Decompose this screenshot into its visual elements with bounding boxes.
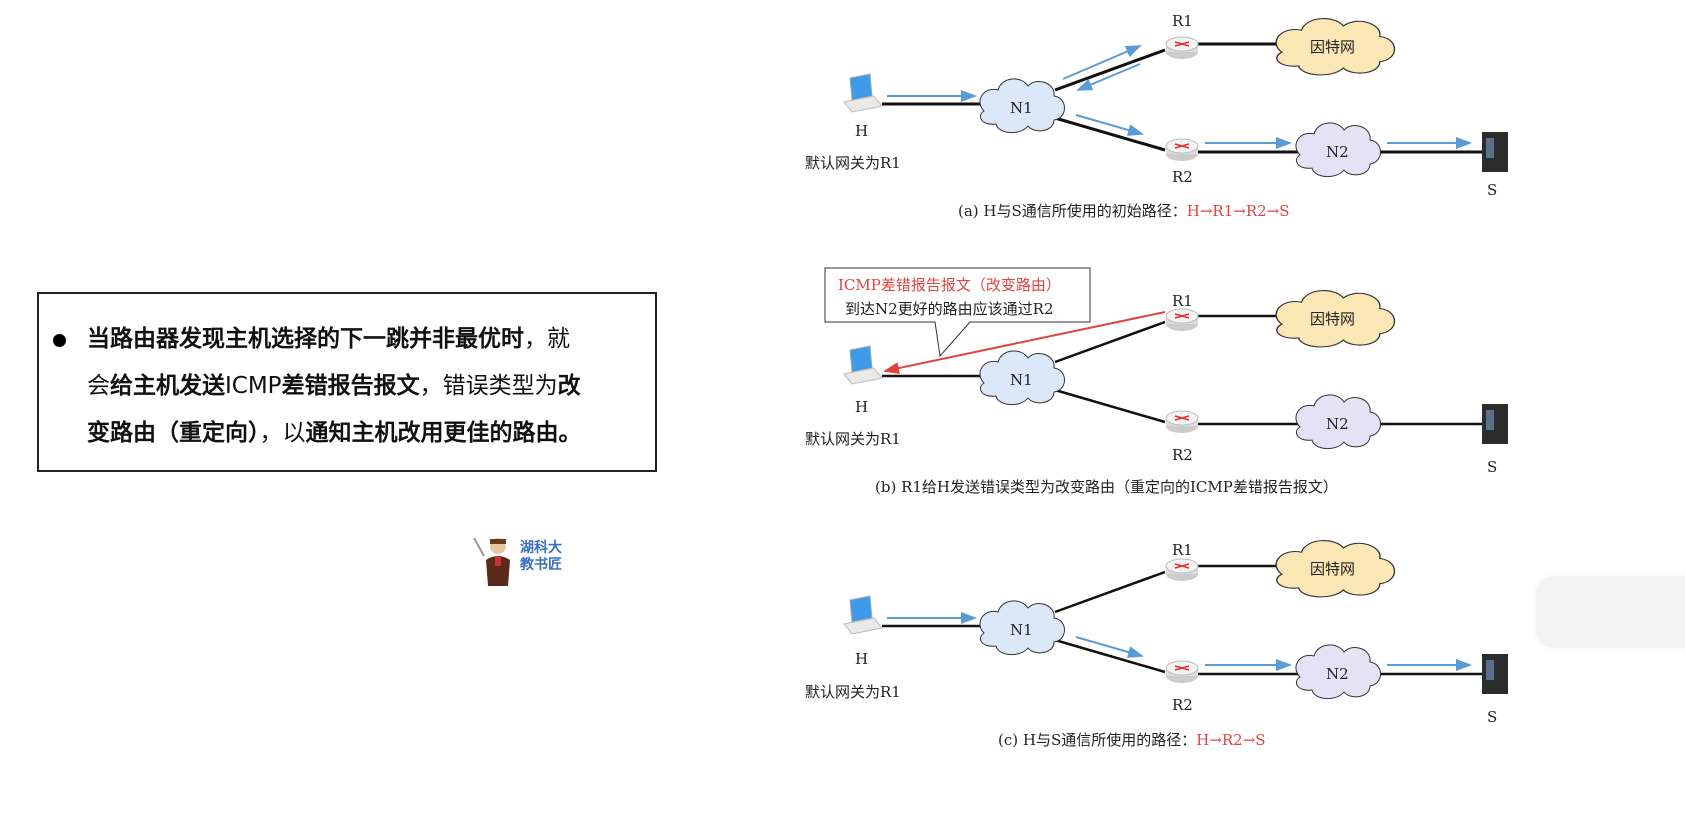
gateway-note: 默认网关为R1 bbox=[805, 154, 901, 172]
n1-label: N1 bbox=[1010, 99, 1033, 117]
svg-text:(a) H与S通信所使用的初始路径：H→R1→R2→S: (a) H与S通信所使用的初始路径：H→R1→R2→S bbox=[958, 202, 1290, 220]
panel-b: ICMP差错报告报文（改变路由） 到达N2更好的路由应该通过R2 H 默认网关为… bbox=[805, 267, 1508, 496]
svg-text:默认网关为R1: 默认网关为R1 bbox=[805, 683, 901, 701]
note-line1-rest: ，就 bbox=[524, 326, 570, 352]
svg-text:N1: N1 bbox=[1010, 371, 1033, 389]
note-line2-bold3: 改 bbox=[557, 373, 581, 399]
svg-text:R2: R2 bbox=[1172, 696, 1193, 714]
note-line3-bold2: 通知主机改用更佳的路由。 bbox=[305, 420, 582, 446]
note-box: 当路由器发现主机选择的下一跳并非最优时，就 会给主机发送ICMP差错报告报文，错… bbox=[37, 292, 657, 472]
note-line3-rest: ，以 bbox=[259, 420, 306, 446]
svg-text:H: H bbox=[855, 398, 868, 416]
router-r2-icon bbox=[1165, 138, 1199, 162]
internet-label: 因特网 bbox=[1310, 38, 1355, 56]
n2-label: N2 bbox=[1326, 143, 1349, 161]
panel-c: H 默认网关为R1 N1 R1 R2 因特网 N2 S (c) H与S通信所使用… bbox=[805, 539, 1508, 749]
note-line1-bold: 当路由器发现主机选择的下一跳并非最优时 bbox=[87, 326, 524, 352]
svg-text:R2: R2 bbox=[1172, 446, 1193, 464]
svg-text:S: S bbox=[1487, 458, 1497, 476]
caption-a-path: H→R1→R2→S bbox=[1187, 202, 1290, 220]
floating-button[interactable] bbox=[1538, 578, 1685, 646]
caption-c-path: H→R2→S bbox=[1196, 731, 1265, 749]
svg-text:因特网: 因特网 bbox=[1310, 560, 1355, 578]
teacher-logo: 湖科大 教书匠 bbox=[470, 530, 590, 592]
svg-text:R1: R1 bbox=[1172, 292, 1193, 310]
note-line2-rest: ，错误类型为 bbox=[419, 373, 558, 399]
caption-b: (b) R1给H发送错误类型为改变路由（重定向的ICMP差错报告报文） bbox=[875, 478, 1338, 496]
callout-body: 到达N2更好的路由应该通过R2 bbox=[845, 300, 1054, 318]
callout-title: ICMP差错报告报文（改变路由） bbox=[838, 276, 1061, 294]
svg-text:N2: N2 bbox=[1326, 415, 1349, 433]
callout-box bbox=[824, 267, 1091, 358]
svg-text:H: H bbox=[855, 650, 868, 668]
svg-text:N1: N1 bbox=[1010, 621, 1033, 639]
caption-c: (c) H与S通信所使用的路径： bbox=[998, 731, 1196, 749]
server-icon bbox=[1482, 132, 1508, 172]
svg-text:S: S bbox=[1487, 708, 1497, 726]
note-line2-icmp: ICMP bbox=[225, 373, 282, 399]
svg-text:(c) H与S通信所使用的路径：H→R2→S: (c) H与S通信所使用的路径：H→R2→S bbox=[998, 731, 1266, 749]
note-line2-bold: 给主机发送 bbox=[110, 373, 225, 399]
server-label: S bbox=[1487, 181, 1497, 199]
teacher-figure-icon bbox=[473, 537, 510, 586]
caption-a: (a) H与S通信所使用的初始路径： bbox=[958, 202, 1187, 220]
note-text: 当路由器发现主机选择的下一跳并非最优时，就 会给主机发送ICMP差错报告报文，错… bbox=[87, 316, 647, 457]
host-label: H bbox=[855, 122, 868, 140]
router-r1-icon bbox=[1165, 36, 1199, 60]
svg-text:N2: N2 bbox=[1326, 665, 1349, 683]
note-line2-a: 会 bbox=[87, 373, 110, 399]
r1-label: R1 bbox=[1172, 12, 1193, 30]
panel-a: H 默认网关为R1 N1 R1 R2 因特网 N2 S (a) H与S通信所使用… bbox=[805, 12, 1508, 220]
logo-line1: 湖科大 bbox=[520, 540, 562, 556]
laptop-icon bbox=[843, 73, 883, 113]
svg-text:因特网: 因特网 bbox=[1310, 310, 1355, 328]
svg-text:R1: R1 bbox=[1172, 541, 1193, 559]
r2-label: R2 bbox=[1172, 168, 1193, 186]
note-line3-bold: 变路由（重定向） bbox=[87, 420, 260, 446]
svg-text:默认网关为R1: 默认网关为R1 bbox=[805, 430, 901, 448]
logo-line2: 教书匠 bbox=[520, 557, 562, 573]
note-line2-bold2: 差错报告报文 bbox=[281, 373, 420, 399]
bullet-icon bbox=[53, 334, 66, 347]
